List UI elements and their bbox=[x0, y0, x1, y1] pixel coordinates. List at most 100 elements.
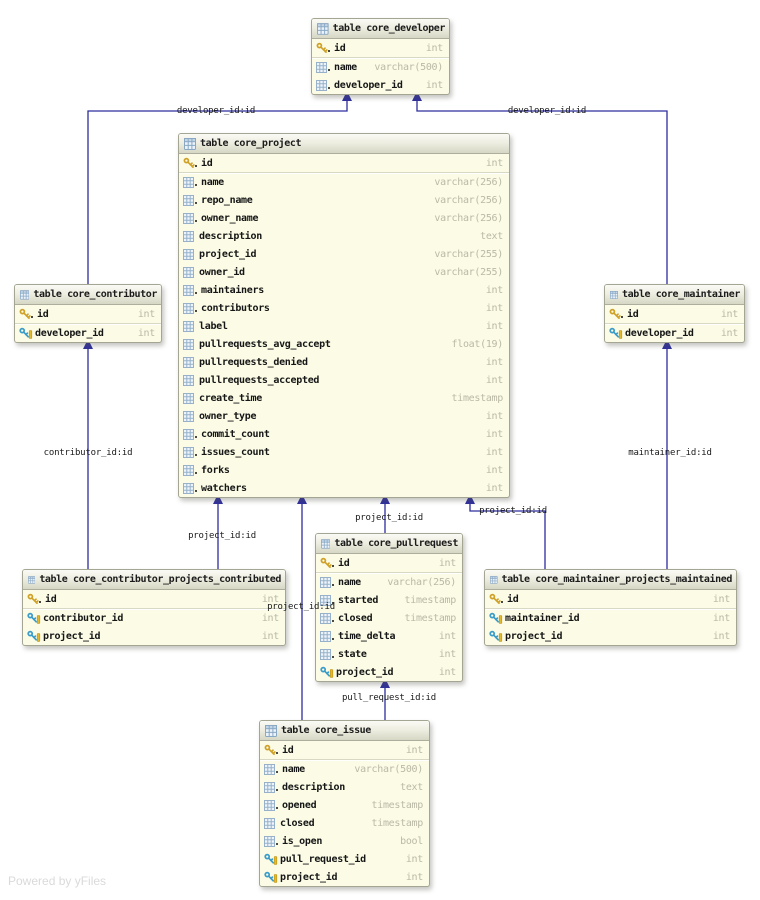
table-icon bbox=[610, 290, 618, 299]
column-type: int bbox=[438, 557, 456, 569]
table-icon bbox=[20, 289, 30, 300]
column-type: varchar(500) bbox=[374, 61, 443, 73]
column-name: pullrequests_avg_accept bbox=[199, 338, 331, 350]
index-dot-icon bbox=[31, 316, 33, 318]
foreign-key-icon bbox=[489, 612, 503, 624]
table-node-core_maintainer_projects_maintained[interactable]: table core_maintainer_projects_maintaine… bbox=[484, 569, 737, 646]
table-node-core_contributor_projects_contributed[interactable]: table core_contributor_projects_contribu… bbox=[22, 569, 286, 646]
column-type: varchar(255) bbox=[434, 248, 503, 260]
edge-label: developer_id:id bbox=[507, 106, 587, 116]
column-type: int bbox=[137, 308, 155, 320]
index-dot-icon bbox=[332, 638, 334, 640]
column-name: id bbox=[507, 593, 519, 605]
column-icon bbox=[183, 338, 197, 350]
edge-label: project_id:id bbox=[267, 602, 335, 612]
column-type: int bbox=[720, 327, 738, 339]
column-icon bbox=[264, 799, 278, 811]
table-icon bbox=[317, 22, 329, 35]
column-type: timestamp bbox=[404, 594, 457, 606]
column-icon bbox=[264, 781, 278, 793]
column-icon bbox=[264, 835, 278, 847]
column-type: int bbox=[261, 612, 279, 624]
column-icon bbox=[320, 576, 334, 588]
column-icon bbox=[183, 464, 197, 476]
column-type: varchar(256) bbox=[434, 194, 503, 206]
column-type: int bbox=[485, 284, 503, 296]
column-type: varchar(256) bbox=[387, 576, 456, 588]
column-type: int bbox=[137, 327, 155, 339]
column-type: timestamp bbox=[451, 392, 504, 404]
column-name: is_open bbox=[282, 835, 323, 847]
column-type: int bbox=[438, 630, 456, 642]
index-dot-icon bbox=[276, 789, 278, 791]
column-name: forks bbox=[201, 464, 230, 476]
column-row-pull_request_id: pull_request_id int bbox=[260, 850, 429, 868]
column-type: text bbox=[400, 781, 423, 793]
column-type: timestamp bbox=[371, 799, 424, 811]
column-row-pullrequests_avg_accept: pullrequests_avg_accept float(19) bbox=[179, 335, 509, 353]
column-name: id bbox=[201, 157, 213, 169]
column-name: pullrequests_accepted bbox=[199, 374, 320, 386]
column-name: repo_name bbox=[201, 194, 253, 206]
column-row-name: name varchar(256) bbox=[316, 572, 462, 591]
table-header: table core_maintainer_projects_maintaine… bbox=[485, 570, 736, 590]
column-name: project_id bbox=[505, 630, 563, 642]
column-icon bbox=[183, 176, 197, 188]
column-type: int bbox=[405, 744, 423, 756]
column-name: project_id bbox=[336, 666, 394, 678]
index-dot-icon bbox=[195, 292, 197, 294]
index-dot-icon bbox=[621, 316, 623, 318]
primary-key-icon bbox=[27, 593, 41, 605]
column-icon bbox=[183, 320, 197, 332]
index-dot-icon bbox=[195, 490, 197, 492]
column-type: int bbox=[485, 464, 503, 476]
column-icon bbox=[320, 648, 334, 660]
column-type: int bbox=[485, 446, 503, 458]
column-row-project_id: project_id int bbox=[485, 627, 736, 645]
column-name: id bbox=[334, 42, 346, 54]
column-name: pull_request_id bbox=[280, 853, 366, 865]
index-dot-icon bbox=[39, 601, 41, 603]
table-title: table core_contributor_projects_contribu… bbox=[39, 574, 281, 585]
primary-key-icon bbox=[19, 308, 33, 320]
column-icon bbox=[183, 230, 197, 242]
column-name: owner_type bbox=[199, 410, 257, 422]
index-dot-icon bbox=[195, 184, 197, 186]
column-type: int bbox=[425, 79, 443, 91]
column-name: description bbox=[199, 230, 262, 242]
column-icon bbox=[183, 392, 197, 404]
table-header: table core_pullrequest bbox=[316, 534, 462, 554]
column-name: id bbox=[282, 744, 294, 756]
column-type: int bbox=[712, 630, 730, 642]
column-type: int bbox=[485, 157, 503, 169]
column-name: opened bbox=[282, 799, 317, 811]
column-name: closed bbox=[338, 612, 373, 624]
column-type: float(19) bbox=[451, 338, 504, 350]
column-name: name bbox=[338, 576, 361, 588]
column-name: time_delta bbox=[338, 630, 396, 642]
column-icon bbox=[183, 428, 197, 440]
edge-label: project_id:id bbox=[479, 506, 547, 516]
column-type: int bbox=[405, 853, 423, 865]
table-header: table core_contributor_projects_contribu… bbox=[23, 570, 285, 590]
